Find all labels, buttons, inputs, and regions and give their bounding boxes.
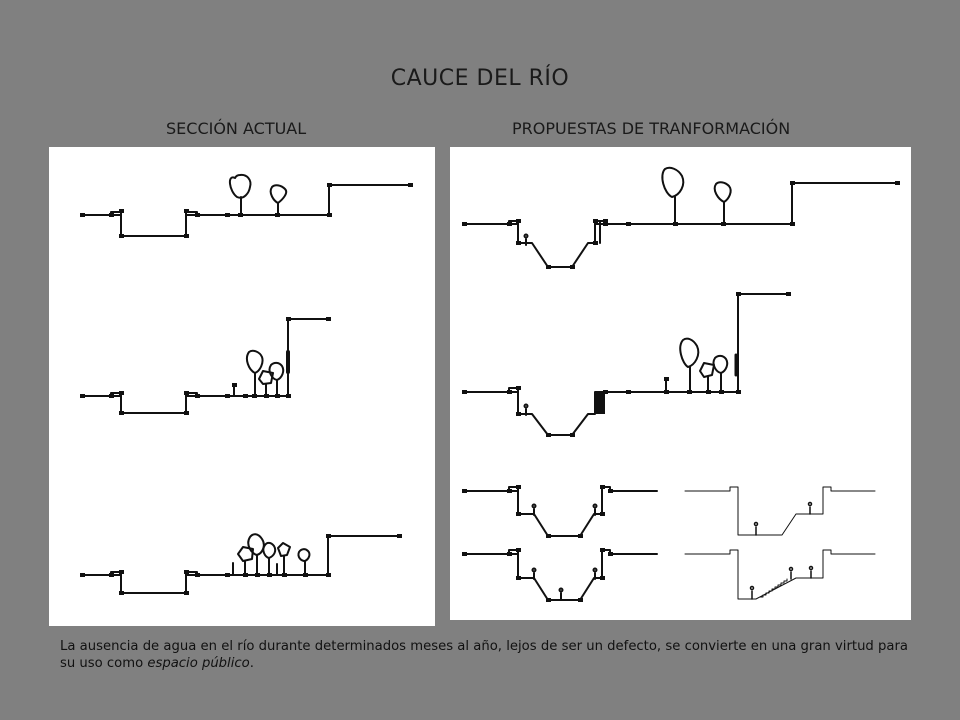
stairs [759,578,788,598]
pedestrian-icon [807,501,813,515]
proposal-section-3 [462,485,658,538]
current-section-label: SECCIÓN ACTUAL [166,119,307,138]
current-section-1 [80,173,413,238]
proposal-section-6 [684,549,876,600]
pedestrian-icon [558,587,564,601]
tree-icon [247,533,265,576]
proposal-section-2 [462,292,791,437]
tree-icon [297,548,311,576]
proposals-panel [450,147,911,620]
pedestrian-icon [531,503,537,516]
caption-emphasis: espacio público [147,656,250,671]
tree-icon [277,542,291,576]
current-section-2 [80,317,331,415]
current-section-3 [80,533,402,595]
pedestrian-icon [523,233,529,246]
caption: La ausencia de agua en el río durante de… [60,638,908,672]
tree-icon [237,546,254,576]
pedestrian-icon [749,585,755,600]
tree-icon [661,166,685,225]
tree-icon [713,181,732,225]
current-section-drawings [80,173,413,595]
proposal-section-4 [684,486,876,536]
tree-icon [268,361,285,397]
tree-icon [229,173,252,216]
caption-text: La ausencia de agua en el río durante de… [60,639,908,671]
proposals-drawings [462,166,900,602]
pedestrian-icon [531,567,537,580]
pedestrian-icon [753,521,759,536]
proposal-section-5 [462,548,658,602]
tree-icon [679,337,700,393]
proposals-label: PROPUESTAS DE TRANFORMACIÓN [512,119,791,138]
page-title: CAUCE DEL RÍO [390,66,570,91]
tree-icon [245,349,264,397]
pedestrian-icon [592,503,598,516]
pedestrian-icon [523,403,529,416]
pedestrian-icon [592,567,598,580]
tree-icon [699,362,715,393]
tree-icon [262,541,277,576]
tree-icon [269,184,288,216]
pedestrian-icon [808,565,814,579]
proposal-section-1 [462,166,900,269]
current-section-panel [49,147,435,626]
retaining-wall [595,392,605,414]
caption-end: . [249,656,254,671]
tree-icon [712,354,729,393]
pedestrian-icon [788,566,794,580]
